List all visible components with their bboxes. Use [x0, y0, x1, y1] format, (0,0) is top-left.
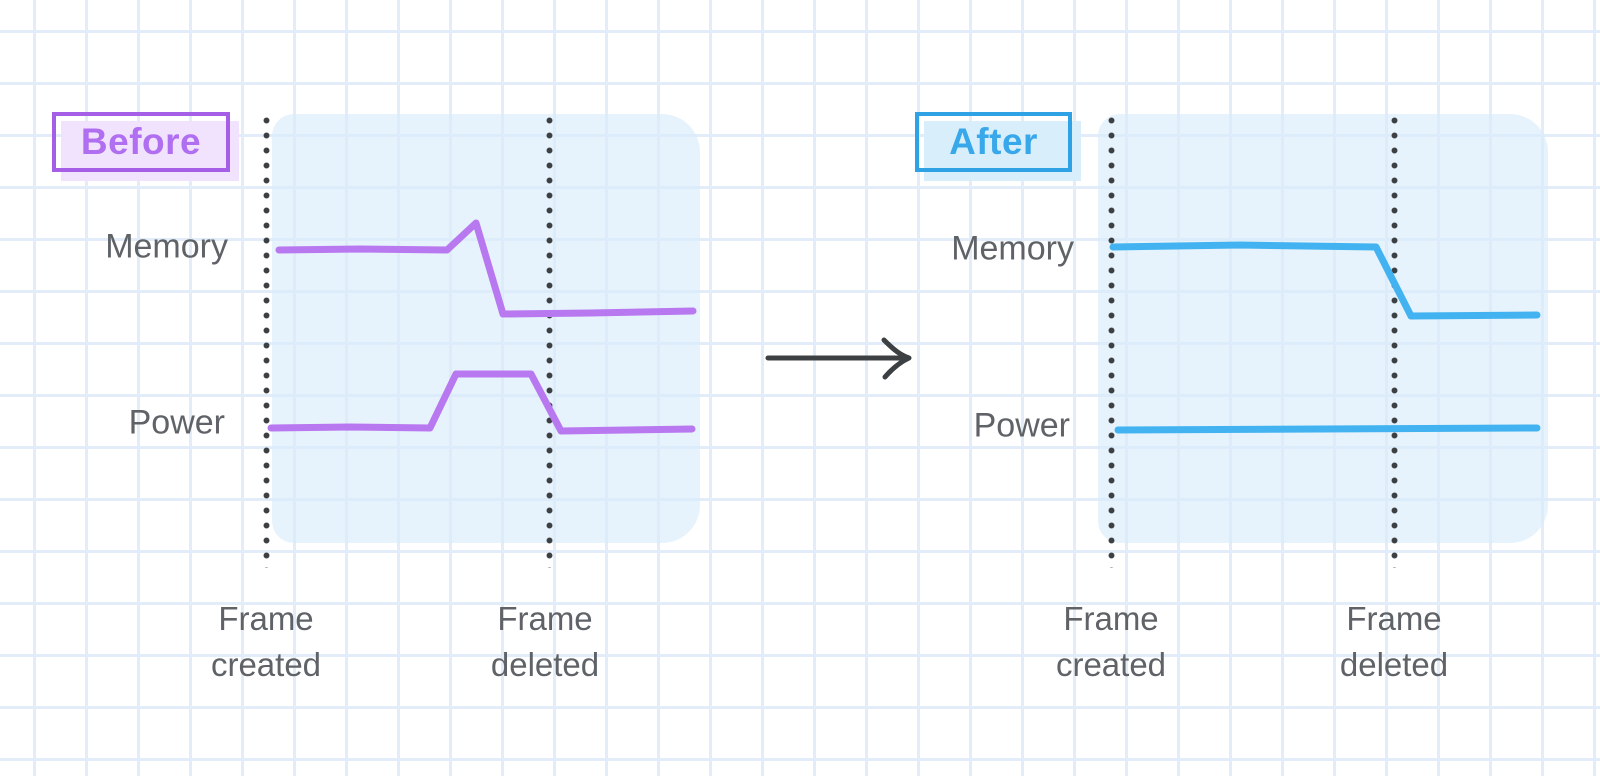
after-badge-label: After: [949, 121, 1038, 162]
before-memory-label: Memory: [105, 227, 228, 266]
after-memory-label: Memory: [951, 229, 1074, 268]
after-badge: After: [915, 112, 1081, 181]
event-label-line1: Frame: [1346, 600, 1442, 637]
before-frame-deleted-label: Frame deleted: [491, 596, 599, 688]
before-frame-created-label: Frame created: [211, 596, 321, 688]
before-shaded-region: [272, 114, 700, 543]
right-arrow-icon: [765, 337, 912, 380]
after-frame-created-line: [1108, 116, 1115, 568]
after-frame-created-label: Frame created: [1056, 596, 1166, 688]
event-label-line2: created: [210, 646, 322, 683]
after-frame-deleted-line: [1391, 116, 1398, 568]
event-label-line1: Frame: [218, 600, 314, 637]
before-frame-created-line: [263, 116, 270, 568]
event-label-line1: Frame: [497, 600, 593, 637]
before-badge-box: Before: [52, 112, 230, 172]
after-badge-box: After: [915, 112, 1072, 172]
before-badge: Before: [52, 112, 239, 181]
event-label-line2: deleted: [490, 646, 600, 683]
event-label-line2: deleted: [1339, 646, 1449, 683]
before-badge-label: Before: [80, 121, 202, 162]
before-power-label: Power: [128, 403, 225, 442]
after-power-label: Power: [973, 406, 1070, 445]
after-frame-deleted-label: Frame deleted: [1340, 596, 1448, 688]
before-frame-deleted-line: [546, 116, 553, 568]
event-label-line1: Frame: [1063, 600, 1159, 637]
after-shaded-region: [1098, 114, 1548, 543]
event-label-line2: created: [1055, 646, 1167, 683]
